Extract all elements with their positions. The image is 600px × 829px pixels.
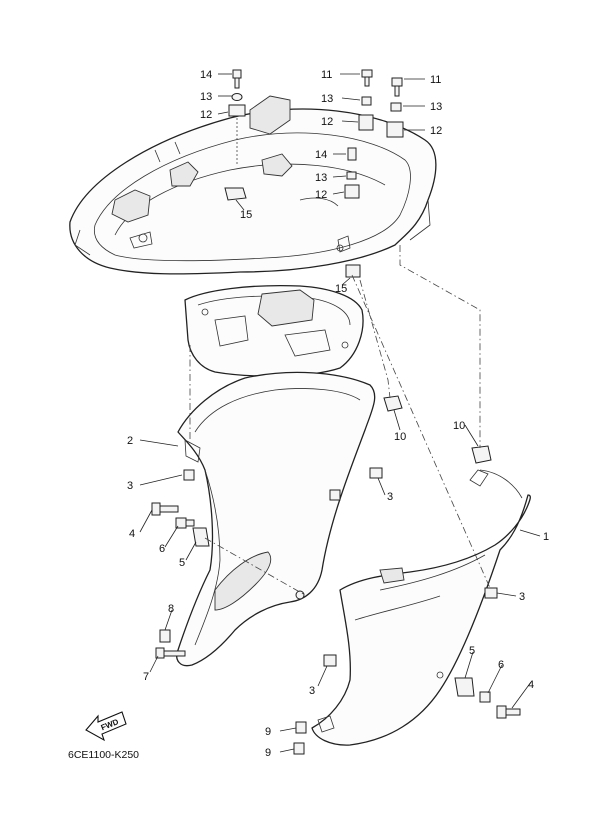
callout-13-center: 13: [321, 93, 333, 105]
alignment-lines: [189, 245, 491, 596]
callout-10-right: 10: [453, 420, 465, 432]
left-fastener-stack: [228, 69, 246, 165]
callout-11-right: 11: [430, 74, 441, 86]
callout-8: 8: [168, 603, 174, 615]
right-fastener-stack-b: [386, 77, 404, 138]
callout-12-right: 12: [430, 125, 442, 137]
callout-11-center: 11: [321, 69, 332, 81]
adapter-plate: [184, 284, 364, 377]
bottom-cowling-right: [311, 469, 531, 746]
grommet-10-left: [383, 395, 403, 412]
cowling-tray: [69, 95, 437, 275]
callout-3-right: 3: [519, 591, 525, 603]
callout-14-center: 14: [315, 149, 327, 161]
callout-5-left: 5: [179, 557, 185, 569]
callout-3-bottom: 3: [309, 685, 315, 697]
callout-15-right: 15: [335, 283, 347, 295]
callout-10-left: 10: [394, 431, 406, 443]
callout-12-lower: 12: [315, 189, 327, 201]
callout-12-center: 12: [321, 116, 333, 128]
callout-3-middle: 3: [387, 491, 393, 503]
bottom-cowling-left: [176, 371, 376, 667]
callout-13-lower: 13: [315, 172, 327, 184]
callout-4-left: 4: [129, 528, 135, 540]
callout-6-right: 6: [498, 659, 504, 671]
callout-15-left: 15: [240, 209, 252, 221]
left-hardware: [151, 469, 307, 755]
cowling-grommet-15b: [345, 264, 361, 278]
grommet-10-right: [471, 445, 492, 464]
callout-6-left: 6: [159, 543, 165, 555]
callout-2: 2: [127, 435, 133, 447]
callout-7: 7: [143, 671, 149, 683]
right-fastener-stack-a: [344, 69, 374, 199]
callout-4-right: 4: [528, 679, 534, 691]
callout-labels: 14 13 12 15 11 13 12 14 13 12 11 13 12 1…: [127, 69, 549, 759]
callout-9-upper: 9: [265, 726, 271, 738]
cowling-grommet-15a: [224, 187, 247, 201]
diagram-code: 6CE1100-K250: [68, 749, 139, 761]
callout-9-lower: 9: [265, 747, 271, 759]
callout-13-left: 13: [200, 91, 212, 103]
callout-3-left: 3: [127, 480, 133, 492]
callout-14-left: 14: [200, 69, 212, 81]
leader-lines: [139, 73, 541, 753]
callout-5-right: 5: [469, 645, 475, 657]
fwd-arrow-icon: FWD: [85, 711, 127, 742]
right-hardware: [323, 467, 521, 719]
callout-1: 1: [543, 531, 549, 543]
callout-13-right: 13: [430, 101, 442, 113]
callout-12-left: 12: [200, 109, 212, 121]
